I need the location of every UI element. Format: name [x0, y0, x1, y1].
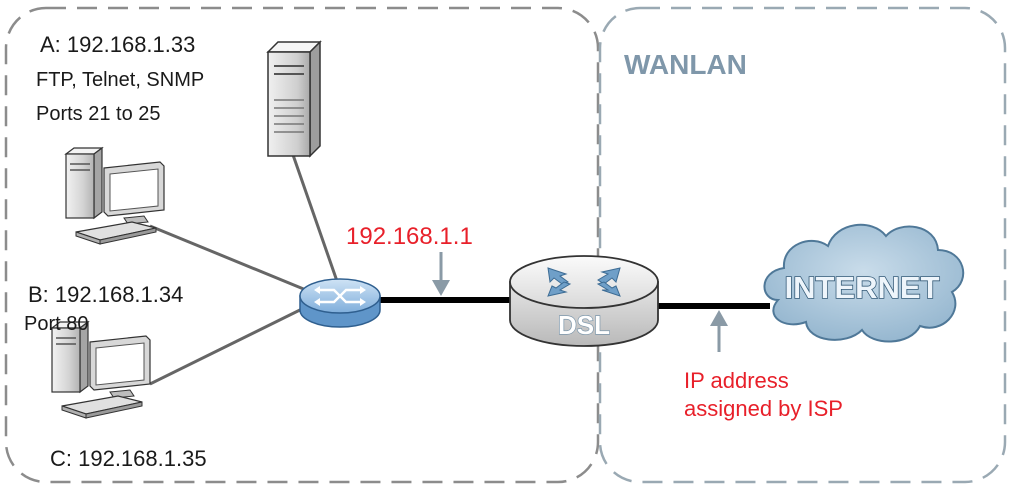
- lan-zone-border: [4, 6, 600, 484]
- wan-zone-title: WANLAN: [624, 49, 747, 80]
- link-host-b-switch: [149, 224, 307, 292]
- host-c-ip-label: C: 192.168.1.35: [50, 446, 207, 471]
- host-a-ports-label: Ports 21 to 25: [36, 103, 161, 125]
- dsl-device-label: DSL: [558, 310, 610, 340]
- wan-ip-caption-line1: IP address: [684, 368, 789, 393]
- host-b-ip-label: B: 192.168.1.34: [28, 282, 183, 307]
- host-b-ports-label: Port 80: [24, 313, 88, 335]
- wan-ip-arrow: [710, 310, 728, 352]
- internet-cloud-icon: INTERNET: [763, 223, 965, 343]
- host-a-ip-label: A: 192.168.1.33: [40, 32, 195, 57]
- server-icon: [266, 40, 322, 158]
- link-host-c-switch: [149, 304, 309, 386]
- desktop-pc-icon: [50, 320, 151, 419]
- internet-label: INTERNET: [785, 270, 940, 305]
- lan-ip-arrow: [432, 252, 450, 296]
- gateway-lan-ip-label: 192.168.1.1: [346, 223, 473, 250]
- host-a-services-label: FTP, Telnet, SNMP: [36, 69, 204, 91]
- desktop-pc-icon: [64, 146, 165, 245]
- wan-ip-caption-line2: assigned by ISP: [684, 396, 843, 421]
- dsl-router-icon: DSL: [509, 255, 659, 347]
- wan-zone-border: [598, 6, 1007, 484]
- link-server-a-switch: [290, 151, 340, 285]
- switch-icon: [299, 278, 381, 328]
